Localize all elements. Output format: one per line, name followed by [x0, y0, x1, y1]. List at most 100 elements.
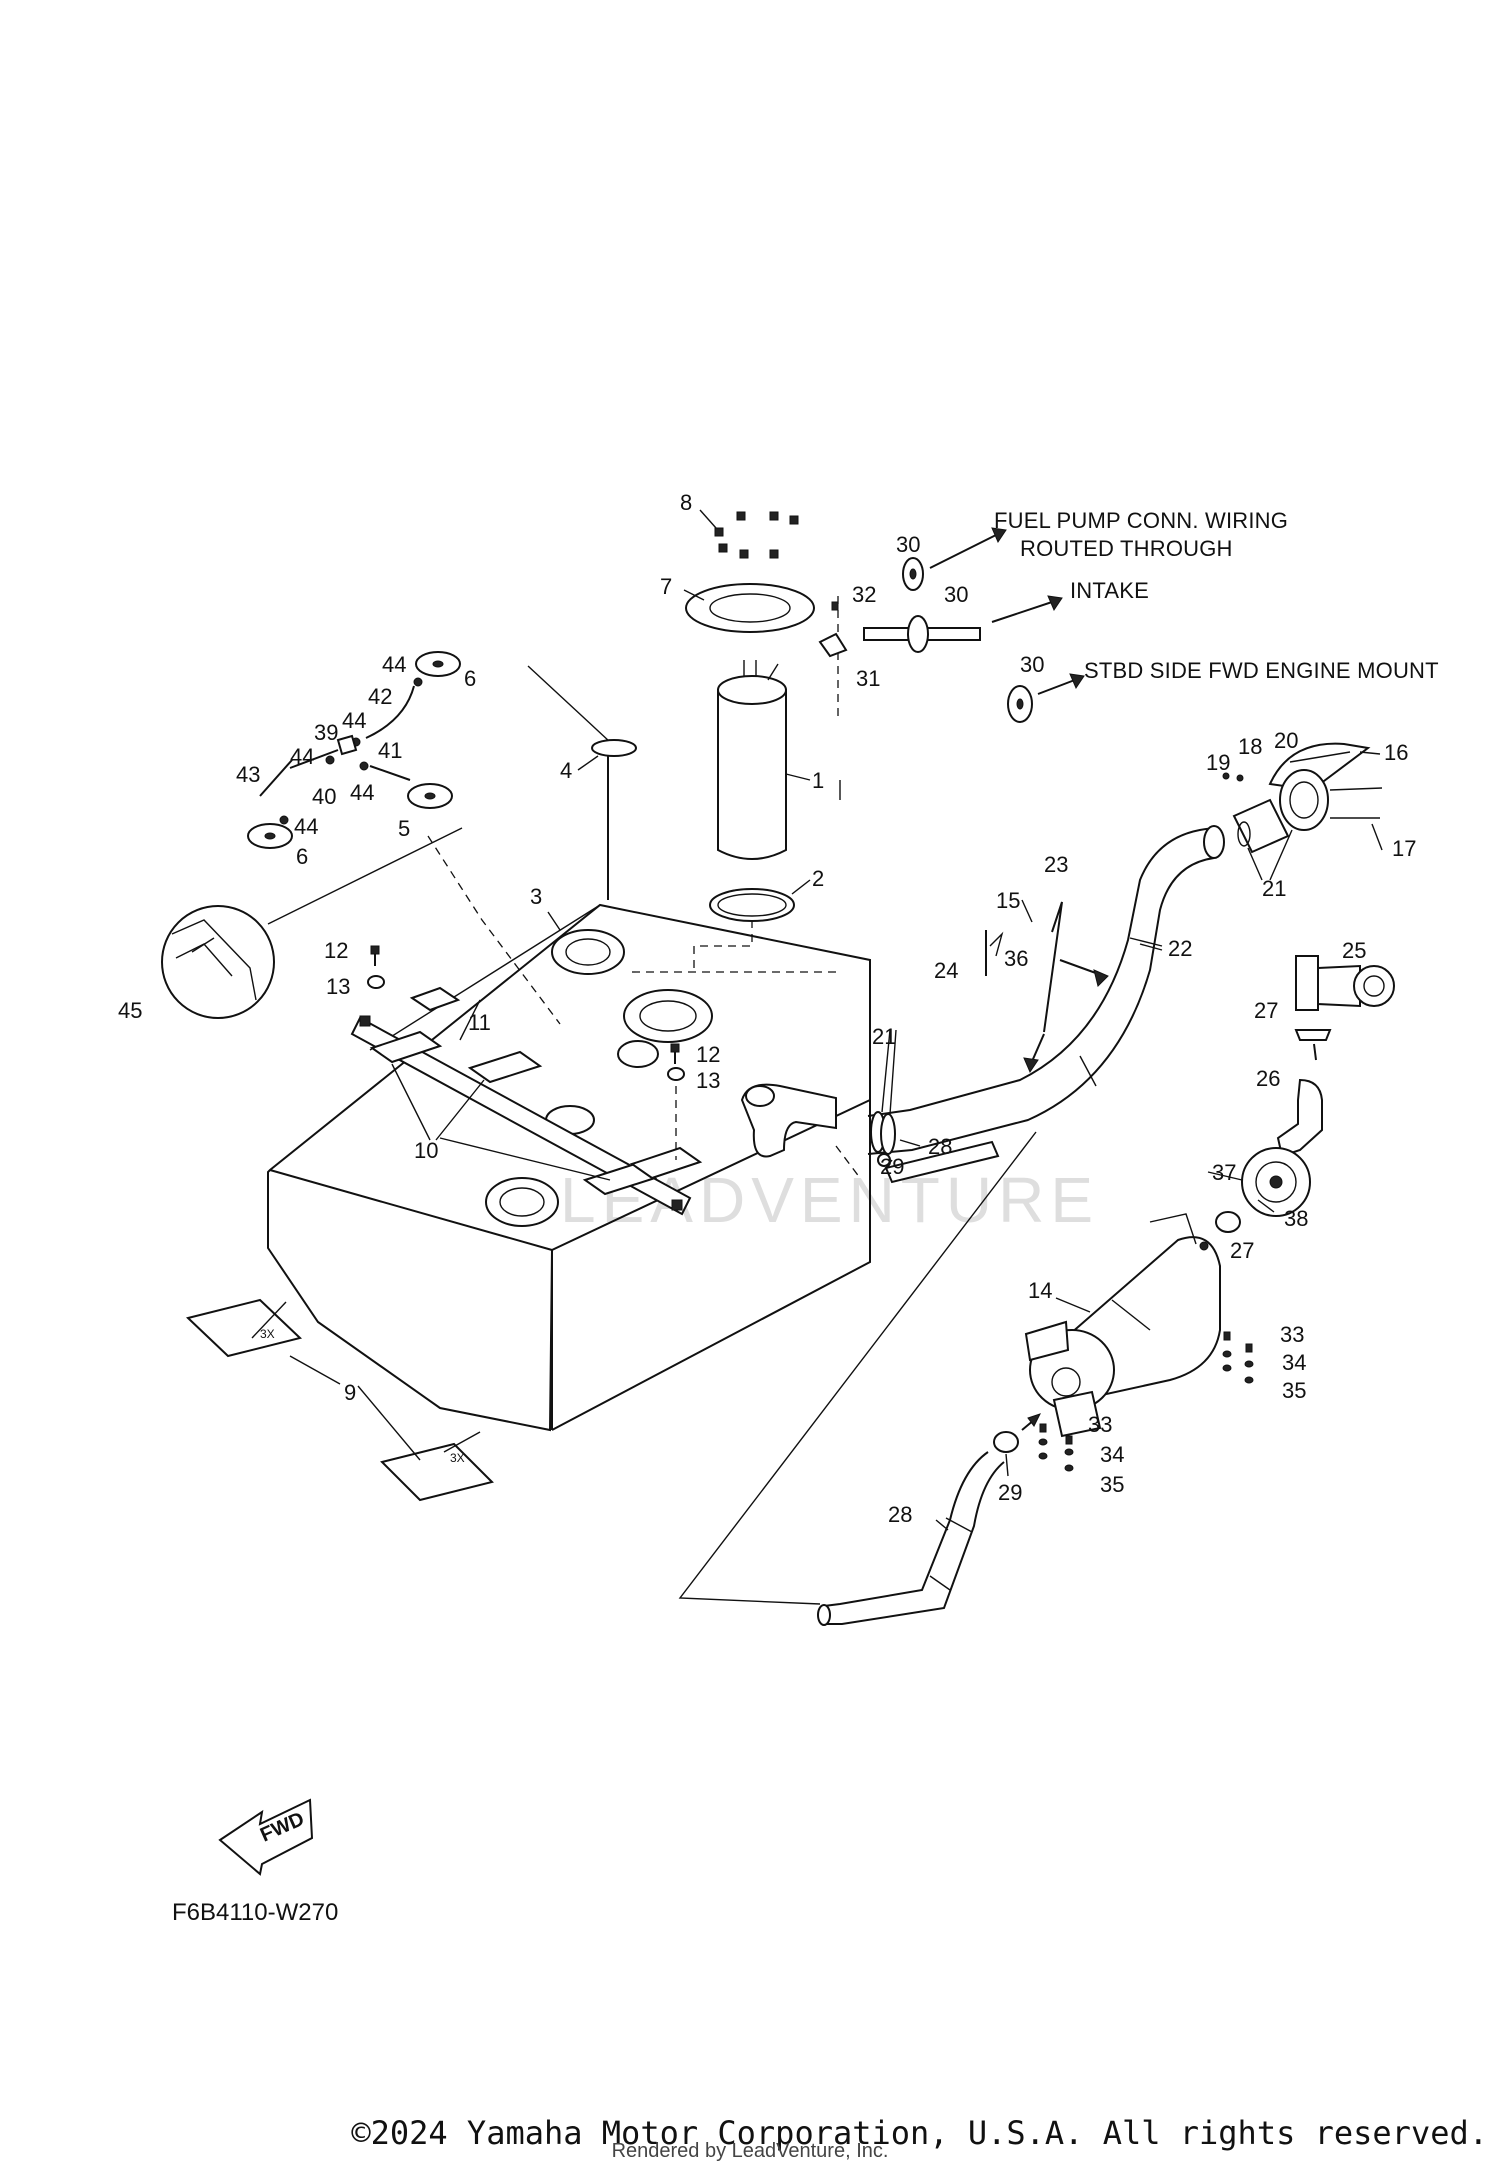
- part-label-4: 4: [560, 758, 572, 783]
- part-label-26: 26: [1256, 1066, 1280, 1091]
- part-label-30-upper: 30: [896, 532, 920, 557]
- fuel-pump-1: [717, 660, 787, 860]
- fuel-sender-4: [527, 665, 637, 900]
- vent-hose-43: [259, 759, 293, 797]
- part-label-21-bottom: 21: [872, 1024, 896, 1049]
- rendered-by-notice: Rendered by LeadVenture, Inc.: [611, 2140, 889, 2162]
- note-fuel-pump-wiring-line2: ROUTED THROUGH: [1020, 536, 1233, 561]
- part-label-10: 10: [414, 1138, 438, 1163]
- grommet-30-top: [902, 557, 924, 591]
- part-label-32: 32: [852, 582, 876, 607]
- part-label-28-short: 28: [928, 1134, 952, 1159]
- note-fuel-pump-wiring-line1: FUEL PUMP CONN. WIRING: [994, 508, 1288, 533]
- part-label-29-bottom: 29: [998, 1480, 1022, 1505]
- fuel-tank: [267, 903, 871, 1432]
- fuel-filter-14: [1024, 1213, 1221, 1438]
- tank-pad: [409, 986, 461, 1012]
- grommet-30-intake: [863, 615, 981, 653]
- hose-28-long-inner: [824, 1461, 1005, 1625]
- decal-9-lower: 3X: [380, 1442, 494, 1502]
- part-label-28-long: 28: [888, 1502, 912, 1527]
- part-label-27-bottom: 27: [1230, 1238, 1254, 1263]
- clamp-29: [877, 1153, 891, 1167]
- part-label-45: 45: [118, 998, 142, 1023]
- clamp-29-lower: [993, 1431, 1019, 1453]
- pin-38: [1257, 1199, 1275, 1213]
- bolts-33-34-35-upper: [1222, 1331, 1254, 1384]
- part-label-36: 36: [1004, 946, 1028, 971]
- retainer-ring-7: [685, 583, 815, 633]
- part-label-12-left: 12: [324, 938, 348, 963]
- filler-neck-20: [1279, 769, 1329, 831]
- tank-mount-ring: [623, 989, 713, 1043]
- sender-flange: [617, 1040, 659, 1068]
- tank-pad: [369, 1030, 443, 1064]
- washer-19: [1222, 772, 1230, 780]
- clamp-27-top: [1294, 1029, 1332, 1041]
- part-label-6-top: 6: [464, 666, 476, 691]
- bolt-12-left: [370, 945, 380, 966]
- hose-28-long-outer: [823, 1451, 989, 1607]
- part-label-44-c: 44: [290, 744, 314, 769]
- arrow-fuel-pump: [929, 531, 1003, 569]
- filler-hose-22-bottom: [867, 857, 1215, 1155]
- vent-fitting-6-top: [415, 651, 461, 677]
- part-label-5: 5: [398, 816, 410, 841]
- part-label-25: 25: [1342, 938, 1366, 963]
- part-label-22: 22: [1168, 936, 1192, 961]
- part-label-7: 7: [660, 574, 672, 599]
- part-number-labels: 1 2 3 4 5 6 6 7 8 9 10 11 12 12 13 13 14…: [118, 490, 1416, 1527]
- part-label-34-lower: 34: [1100, 1442, 1124, 1467]
- clip-15: [1021, 899, 1033, 923]
- nut-13-right: [667, 1067, 685, 1081]
- part-label-12-right: 12: [696, 1042, 720, 1067]
- tank-opening-front: [485, 1177, 559, 1227]
- part-label-15: 15: [996, 888, 1020, 913]
- part-label-17: 17: [1392, 836, 1416, 861]
- part-label-16: 16: [1384, 740, 1408, 765]
- part-label-44-d: 44: [350, 780, 374, 805]
- part-label-14: 14: [1028, 1278, 1052, 1303]
- cable-tie-23: [1043, 901, 1063, 1033]
- clamp-44: [359, 761, 369, 771]
- part-label-27-top: 27: [1254, 998, 1278, 1023]
- part-label-13-right: 13: [696, 1068, 720, 1093]
- part-label-3: 3: [530, 884, 542, 909]
- part-label-44-b: 44: [342, 708, 366, 733]
- decal-9-upper: 3X: [185, 1298, 303, 1358]
- part-label-30-stbd: 30: [1020, 652, 1044, 677]
- screw-32: [831, 601, 839, 611]
- screws-8: [714, 511, 799, 559]
- fwd-arrow-icon: FWD: [218, 1798, 314, 1876]
- part-label-33-lower: 33: [1088, 1412, 1112, 1437]
- grommet-30-stbd: [1007, 685, 1033, 723]
- pump-gasket-2: [709, 888, 795, 922]
- vent-hose-40: [289, 749, 339, 769]
- part-label-44-a: 44: [382, 652, 406, 677]
- decal-text: 3X: [260, 1327, 275, 1341]
- part-label-1: 1: [812, 768, 824, 793]
- part-label-29-top: 29: [880, 1154, 904, 1179]
- vent-hose-41: [369, 765, 411, 781]
- clamp-21-top: [1237, 821, 1251, 847]
- part-label-43: 43: [236, 762, 260, 787]
- part-label-38: 38: [1284, 1206, 1308, 1231]
- clamp-44: [325, 755, 335, 765]
- clamp-27-bottom: [1215, 1211, 1241, 1233]
- filler-hose-22-top: [867, 827, 1219, 1117]
- hose-26: [1276, 1078, 1323, 1158]
- part-label-21-top: 21: [1262, 876, 1286, 901]
- tank-pad: [467, 1050, 543, 1084]
- part-label-8: 8: [680, 490, 692, 515]
- clip-31: [818, 632, 848, 658]
- part-label-42: 42: [368, 684, 392, 709]
- elbow-fitting: [740, 1083, 837, 1158]
- fuel-valve-25: [1295, 955, 1395, 1011]
- joint-39: [336, 734, 358, 756]
- bolts-33-34-35-lower: [1038, 1423, 1074, 1472]
- tube-28-short: [884, 1140, 1000, 1184]
- part-label-13-left: 13: [326, 974, 350, 999]
- decal-text: 3X: [450, 1451, 465, 1465]
- part-label-35-upper: 35: [1282, 1378, 1306, 1403]
- part-label-39: 39: [314, 720, 338, 745]
